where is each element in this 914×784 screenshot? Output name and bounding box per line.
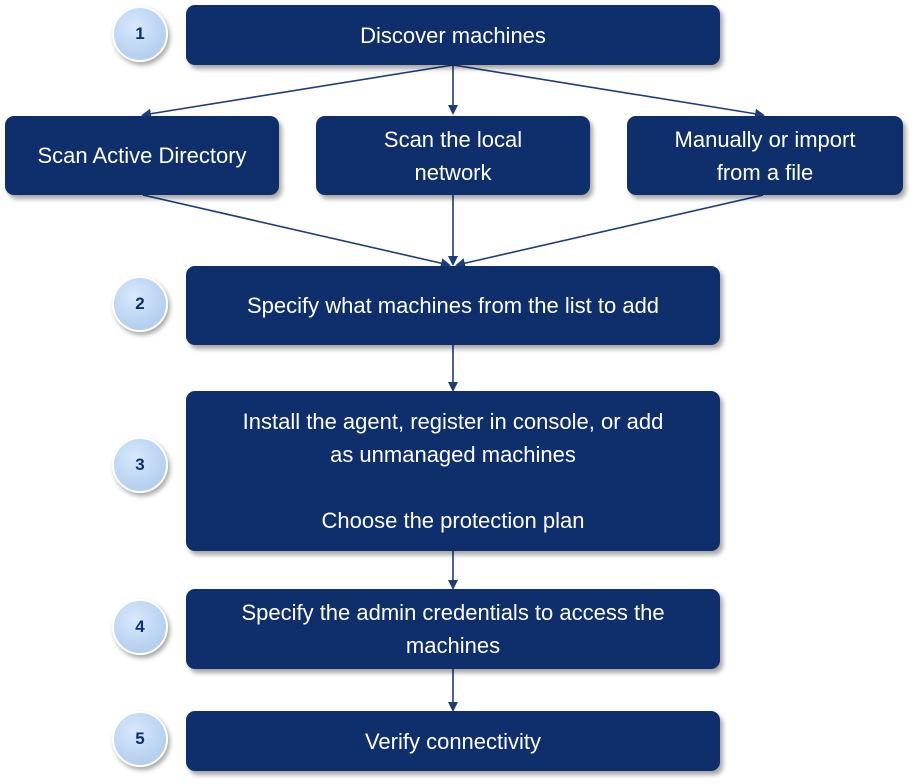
step-admin-credentials: Specify the admin credentials to access … xyxy=(186,589,720,669)
step-install-agent: Install the agent, register in console, … xyxy=(186,391,720,551)
step-label-line2: machines xyxy=(405,633,501,658)
step-number-badge: 3 xyxy=(112,437,168,493)
step-number: 2 xyxy=(135,294,145,313)
step-discover-machines: Discover machines xyxy=(186,5,720,65)
method-scan-local-network: Scan the local network xyxy=(316,116,590,195)
method-label-line2: from a file xyxy=(716,159,814,185)
step-verify-connectivity: Verify connectivity xyxy=(186,711,720,771)
step-number: 4 xyxy=(135,617,145,636)
step-label-line1: Specify the admin credentials to access … xyxy=(241,600,665,625)
step-number: 5 xyxy=(135,729,145,748)
method-label-line1: Manually or import xyxy=(674,126,856,152)
step-number-badge: 4 xyxy=(112,599,168,655)
step-number-badge: 2 xyxy=(112,276,168,332)
step-label-line3: Choose the protection plan xyxy=(321,508,585,533)
step-number-badge: 1 xyxy=(112,6,168,62)
method-label-line2: network xyxy=(414,159,492,185)
arrow-manual-to-specify xyxy=(455,194,764,269)
step-label: Verify connectivity xyxy=(364,728,542,754)
step-number: 3 xyxy=(135,455,145,474)
arrow-discover-to-manual xyxy=(452,64,765,119)
step-label-line1: Install the agent, register in console, … xyxy=(242,409,664,434)
arrow-discover-to-ad xyxy=(141,64,454,119)
step-label: Discover machines xyxy=(360,22,546,48)
step-number-badge: 5 xyxy=(112,711,168,767)
step-label-line2: as unmanaged machines xyxy=(330,442,576,467)
method-label-line1: Scan the local xyxy=(383,126,523,152)
step-specify-machines: Specify what machines from the list to a… xyxy=(186,266,720,345)
method-label: Scan Active Directory xyxy=(37,143,247,168)
step-label: Specify what machines from the list to a… xyxy=(246,293,660,318)
step-number: 1 xyxy=(135,24,145,43)
method-scan-active-directory: Scan Active Directory xyxy=(5,116,279,195)
method-manual-or-import: Manually or import from a file xyxy=(627,116,903,195)
arrow-ad-to-specify xyxy=(142,194,451,269)
